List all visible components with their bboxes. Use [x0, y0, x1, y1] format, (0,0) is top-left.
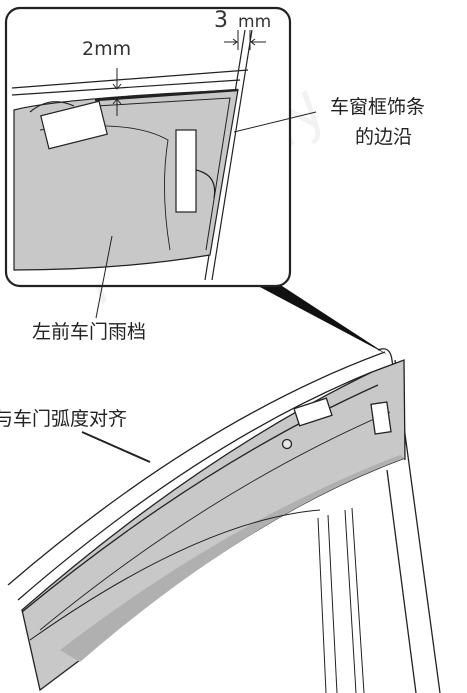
inset-tape-curl-2 — [195, 169, 216, 199]
label-frame-edge-line2: 的边沿 — [355, 126, 413, 148]
dim-3mm-arrow-r — [250, 38, 266, 46]
inset-tape-curl — [29, 101, 75, 113]
tape-side — [370, 401, 392, 435]
pillar-inner — [386, 469, 417, 693]
mount-hole — [281, 438, 293, 450]
dim-3mm-arrow-l — [224, 38, 238, 46]
glass-line-2 — [327, 514, 338, 693]
dim-2mm-arrow-top — [112, 68, 122, 90]
dim-2mm-arrow-bot — [112, 98, 122, 116]
inset-pointer — [258, 286, 388, 355]
frame-edge-line-b — [211, 29, 253, 281]
door-frame-inner — [17, 371, 373, 601]
main-view — [7, 348, 441, 693]
lower-sweep — [29, 509, 321, 641]
inset-tape-top — [40, 100, 108, 150]
leader-frame-edge — [233, 111, 317, 133]
door-frame-outer — [7, 351, 386, 586]
roof-line-1 — [11, 69, 249, 89]
tape-top — [293, 397, 333, 427]
inset-visor-rim — [95, 97, 231, 251]
label-align-note: 与车门弧度对齐 — [0, 408, 128, 430]
dim-3mm-label: 3 mm — [214, 10, 271, 32]
roof-line-2 — [11, 79, 241, 96]
dim-2mm-label: 2mm — [82, 38, 132, 60]
glass-line-4 — [351, 507, 365, 693]
visor-inner-edge — [39, 411, 391, 631]
dim-3mm-number: 3 — [214, 8, 228, 33]
leader-visor — [95, 235, 113, 319]
visor-shade — [60, 455, 405, 662]
leader-align — [81, 431, 151, 463]
inset-tape-side — [175, 129, 197, 213]
inset-visor-top — [94, 88, 239, 102]
label-visor-name: 左前车门雨档 — [32, 321, 147, 343]
inset-view — [4, 6, 292, 288]
label-frame-edge-line1: 车窗框饰条 — [330, 96, 426, 118]
glass-line-3 — [344, 509, 357, 693]
dim-3mm-unit: mm — [238, 12, 272, 32]
frame-corner — [377, 348, 406, 461]
glass-line-1 — [317, 517, 327, 693]
